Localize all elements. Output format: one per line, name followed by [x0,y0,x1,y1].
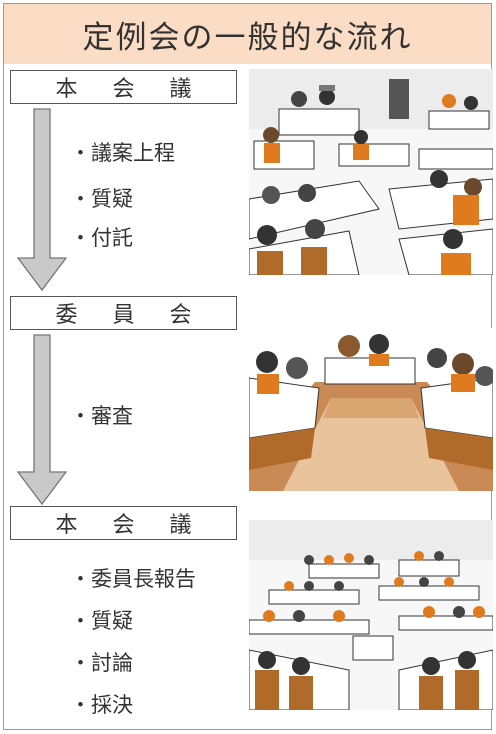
flow-arrow-2 [16,334,68,506]
stage-box-plenary-1: 本 会 議 [10,70,237,104]
agenda-item: ・質疑 [70,609,133,633]
diagram-title: 定例会の一般的な流れ [4,4,491,64]
stage-box-committee: 委 員 会 [10,296,237,330]
plenary-session-illustration [249,69,493,275]
stage-label: 本 会 議 [55,513,206,538]
agenda-item: ・付託 [70,226,133,250]
agenda-item: ・議案上程 [70,141,175,165]
agenda-item: ・質疑 [70,187,133,211]
stage-box-plenary-2: 本 会 議 [10,506,237,540]
committee-meeting-illustration [249,328,493,491]
agenda-item: ・審査 [70,404,133,428]
stage-label: 本 会 議 [55,77,206,102]
stage-label: 委 員 会 [55,303,206,328]
agenda-item: ・委員長報告 [70,567,196,591]
plenary-vote-illustration [249,520,493,710]
agenda-item: ・討論 [70,651,133,675]
agenda-item: ・採決 [70,693,133,717]
flow-arrow-1 [16,108,68,292]
